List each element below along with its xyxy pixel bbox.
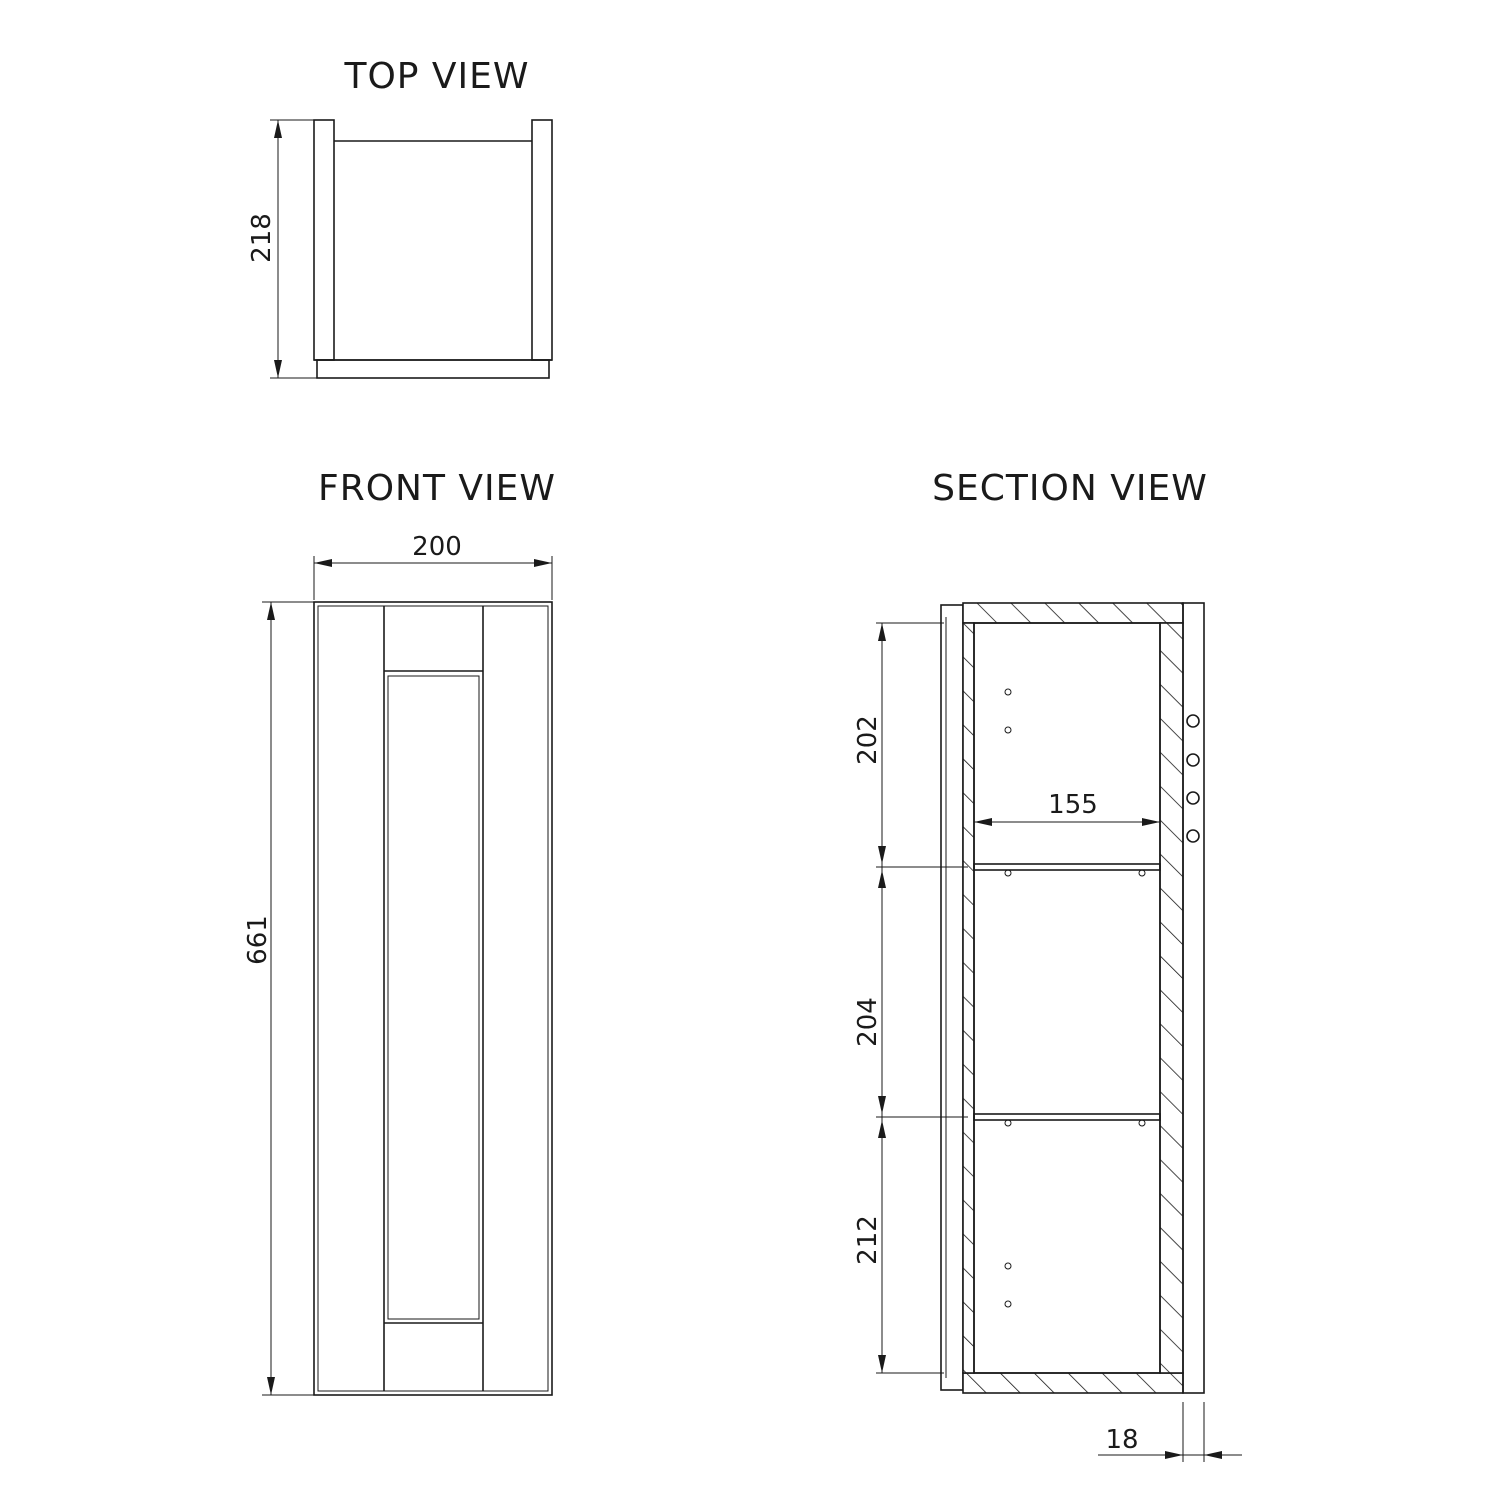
section-view-title: SECTION VIEW xyxy=(932,468,1208,509)
section-bottom-space-label: 212 xyxy=(853,1215,883,1265)
front-height-label: 661 xyxy=(243,915,273,965)
front-door-outline xyxy=(313,601,553,1396)
section-carcass xyxy=(962,602,1205,1394)
front-height-dimension: 661 xyxy=(243,601,314,1396)
section-height-dimensions: 202 204 212 xyxy=(853,622,968,1374)
top-depth-label: 218 xyxy=(247,213,277,263)
section-middle-space-label: 204 xyxy=(853,997,883,1047)
section-view: SECTION VIEW xyxy=(853,468,1242,1462)
section-top-space-label: 202 xyxy=(853,715,883,765)
shelf-pin-holes xyxy=(1004,688,1146,1308)
section-inner-width-label: 155 xyxy=(1048,790,1098,820)
front-width-label: 200 xyxy=(412,532,462,562)
top-view-outline xyxy=(313,119,553,379)
front-width-dimension: 200 xyxy=(313,532,553,600)
section-back-thickness-dimension: 18 xyxy=(1098,1402,1242,1462)
back-panel-holes xyxy=(1186,714,1200,843)
top-view: TOP VIEW 218 xyxy=(247,56,553,379)
section-back-thickness-label: 18 xyxy=(1105,1425,1138,1455)
top-depth-dimension: 218 xyxy=(247,119,317,379)
top-view-title: TOP VIEW xyxy=(343,56,529,97)
section-inner-width-dimension: 155 xyxy=(973,790,1160,862)
section-door xyxy=(940,604,964,1391)
section-shelves xyxy=(973,863,1161,1121)
front-view-title: FRONT VIEW xyxy=(318,468,556,509)
front-view: FRONT VIEW 200 661 xyxy=(243,468,556,1396)
